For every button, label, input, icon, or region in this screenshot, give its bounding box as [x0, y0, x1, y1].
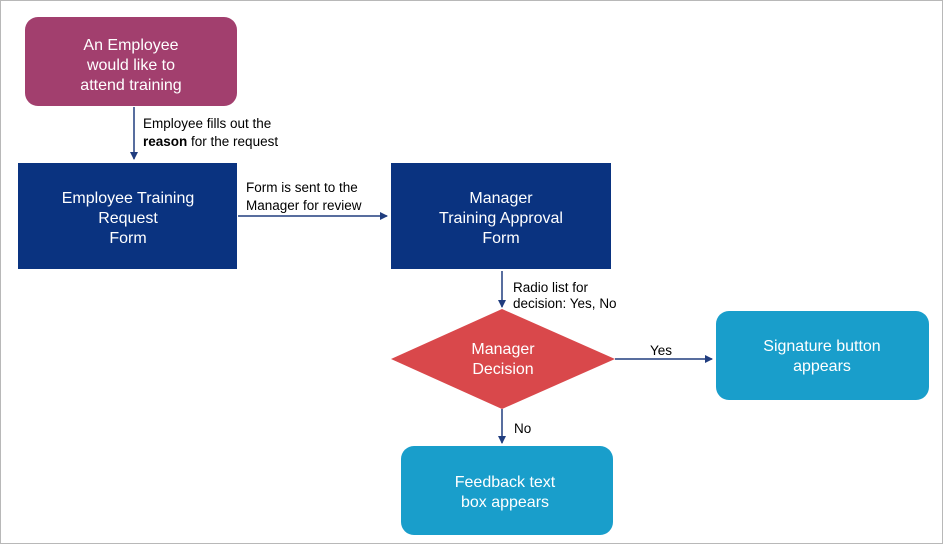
signature-node: Signature button appears: [716, 311, 929, 400]
edge-label-radio-line-2: decision: Yes, No: [513, 296, 617, 311]
edge-label-fill-reason-line-1: Employee fills out the: [143, 116, 271, 131]
manager-form-line-1: Manager: [469, 190, 533, 207]
manager-form-line-3: Form: [482, 230, 519, 247]
manager-form-shape: [391, 163, 611, 269]
feedback-node-shape: [401, 446, 613, 535]
edge-label-sent-line-2: Manager for review: [246, 198, 362, 213]
edge-label-sent-line-1: Form is sent to the: [246, 180, 358, 195]
employee-form-line-3: Form: [109, 230, 146, 247]
edge-label-reason-bold: reason: [143, 134, 187, 149]
employee-form-line-2: Request: [98, 210, 158, 227]
start-node: An Employee would like to attend trainin…: [25, 17, 237, 106]
decision-line-1: Manager: [471, 341, 535, 358]
feedback-line-2: box appears: [461, 494, 549, 511]
decision-line-2: Decision: [472, 361, 533, 378]
edge-label-radio-line-1: Radio list for: [513, 280, 589, 295]
edge-label-reason-rest: for the request: [187, 134, 278, 149]
manager-form-node: Manager Training Approval Form: [391, 163, 611, 269]
feedback-node: Feedback text box appears: [401, 446, 613, 535]
start-node-line-2: would like to: [86, 57, 175, 74]
start-node-line-3: attend training: [80, 77, 181, 94]
edge-label-sent-to-manager: Form is sent to the Manager for review: [246, 180, 362, 213]
edge-label-yes: Yes: [650, 343, 672, 358]
employee-form-shape: [18, 163, 237, 269]
signature-line-1: Signature button: [763, 338, 880, 355]
edge-label-fill-reason: Employee fills out the reason for the re…: [143, 116, 278, 149]
employee-form-line-1: Employee Training: [62, 190, 195, 207]
signature-node-shape: [716, 311, 929, 400]
decision-node: Manager Decision: [391, 309, 615, 409]
employee-form-node: Employee Training Request Form: [18, 163, 237, 269]
edge-label-radio-list: Radio list for decision: Yes, No: [513, 280, 617, 311]
decision-diamond-shape: [391, 309, 615, 409]
start-node-shape: [25, 17, 237, 106]
edge-label-no: No: [514, 421, 531, 436]
manager-form-line-2: Training Approval: [439, 210, 563, 227]
feedback-line-1: Feedback text: [455, 474, 556, 491]
start-node-line-1: An Employee: [83, 37, 178, 54]
edge-label-fill-reason-line-2: reason for the request: [143, 134, 278, 149]
signature-line-2: appears: [793, 358, 851, 375]
